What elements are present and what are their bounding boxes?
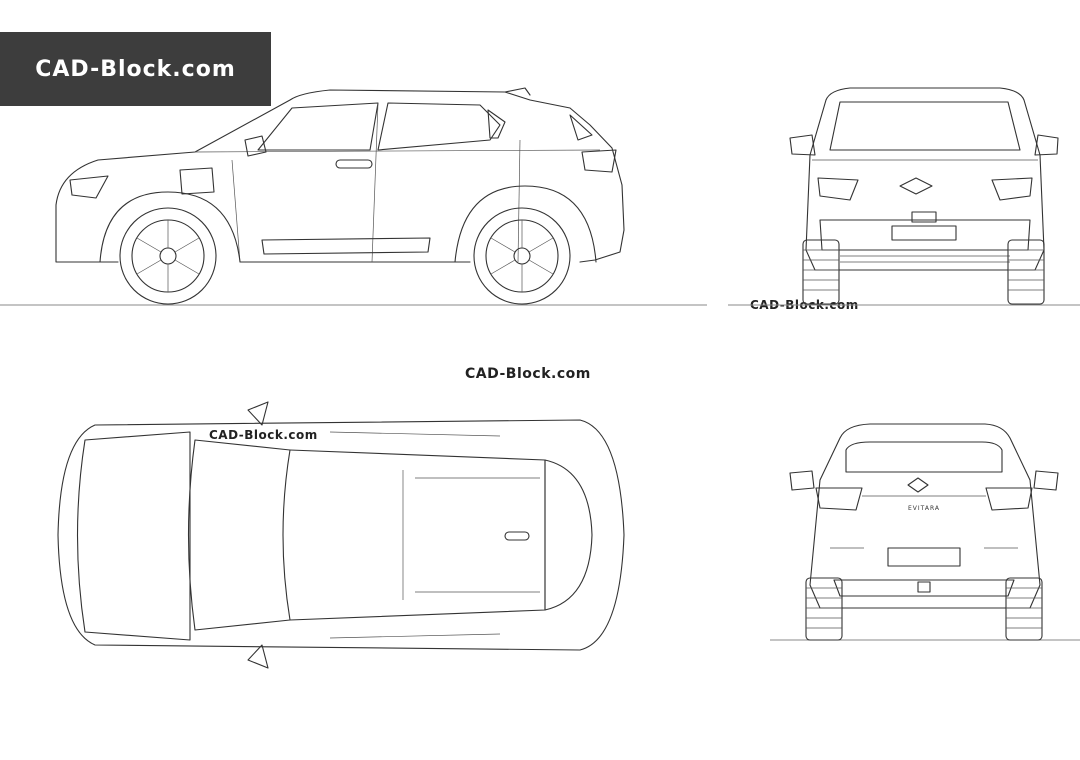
side-roof-spoiler [504,87,531,96]
rear-body-outline [809,423,1041,609]
rear-left-taillight [815,487,863,511]
side-rear-arch [454,185,597,263]
cad-block-logo-badge[interactable]: CAD-Block.com [0,32,271,106]
top-left-mirror [247,401,269,426]
watermark-center: CAD-Block.com [465,366,591,382]
side-front-door-handle [335,159,373,169]
top-right-mirror [247,644,269,669]
rear-window [845,441,1003,473]
front-body-outline [805,87,1045,271]
side-door-cladding [261,237,431,255]
top-hood [76,431,191,641]
side-quarter-window [487,109,506,139]
side-headlight [69,175,109,199]
front-right-mirror [1034,134,1059,156]
top-windshield [187,439,291,631]
front-brand-emblem [899,177,933,195]
front-lower-bumper [819,219,1031,251]
side-front-window [257,102,379,151]
front-windshield [829,101,1021,151]
rear-tires [805,577,1043,641]
side-charge-flap [179,167,215,195]
side-front-arch [99,191,241,263]
front-left-mirror [789,134,816,156]
side-rear-wheel [473,207,571,305]
top-shark-fin [504,531,530,541]
front-view [728,87,1080,306]
top-roof [289,449,546,621]
rear-model-badge: EVITARA [908,505,940,512]
rear-brand-emblem [907,477,929,493]
side-front-wheel [119,207,217,305]
rear-tow-hook [917,581,931,593]
side-rear-window [377,102,501,151]
rear-right-mirror [1033,470,1059,491]
front-sensor [911,211,937,223]
side-taillight [581,149,617,173]
rear-license-plate [887,547,961,567]
rear-view [770,423,1080,641]
side-view [0,87,707,306]
top-rear-glass [544,459,593,611]
front-tires [802,239,1045,305]
top-body-outline [57,419,625,651]
rear-right-taillight [985,487,1033,511]
front-license-plate [891,225,957,241]
side-body-outline [55,89,625,263]
watermark-top-view: CAD-Block.com [209,428,318,442]
rear-diffuser [833,579,1015,597]
front-left-headlight [817,177,859,201]
top-view [57,401,625,669]
side-mirror [244,135,267,157]
front-right-headlight [991,177,1033,201]
side-rear-glass [569,114,593,141]
rear-left-mirror [789,470,815,491]
